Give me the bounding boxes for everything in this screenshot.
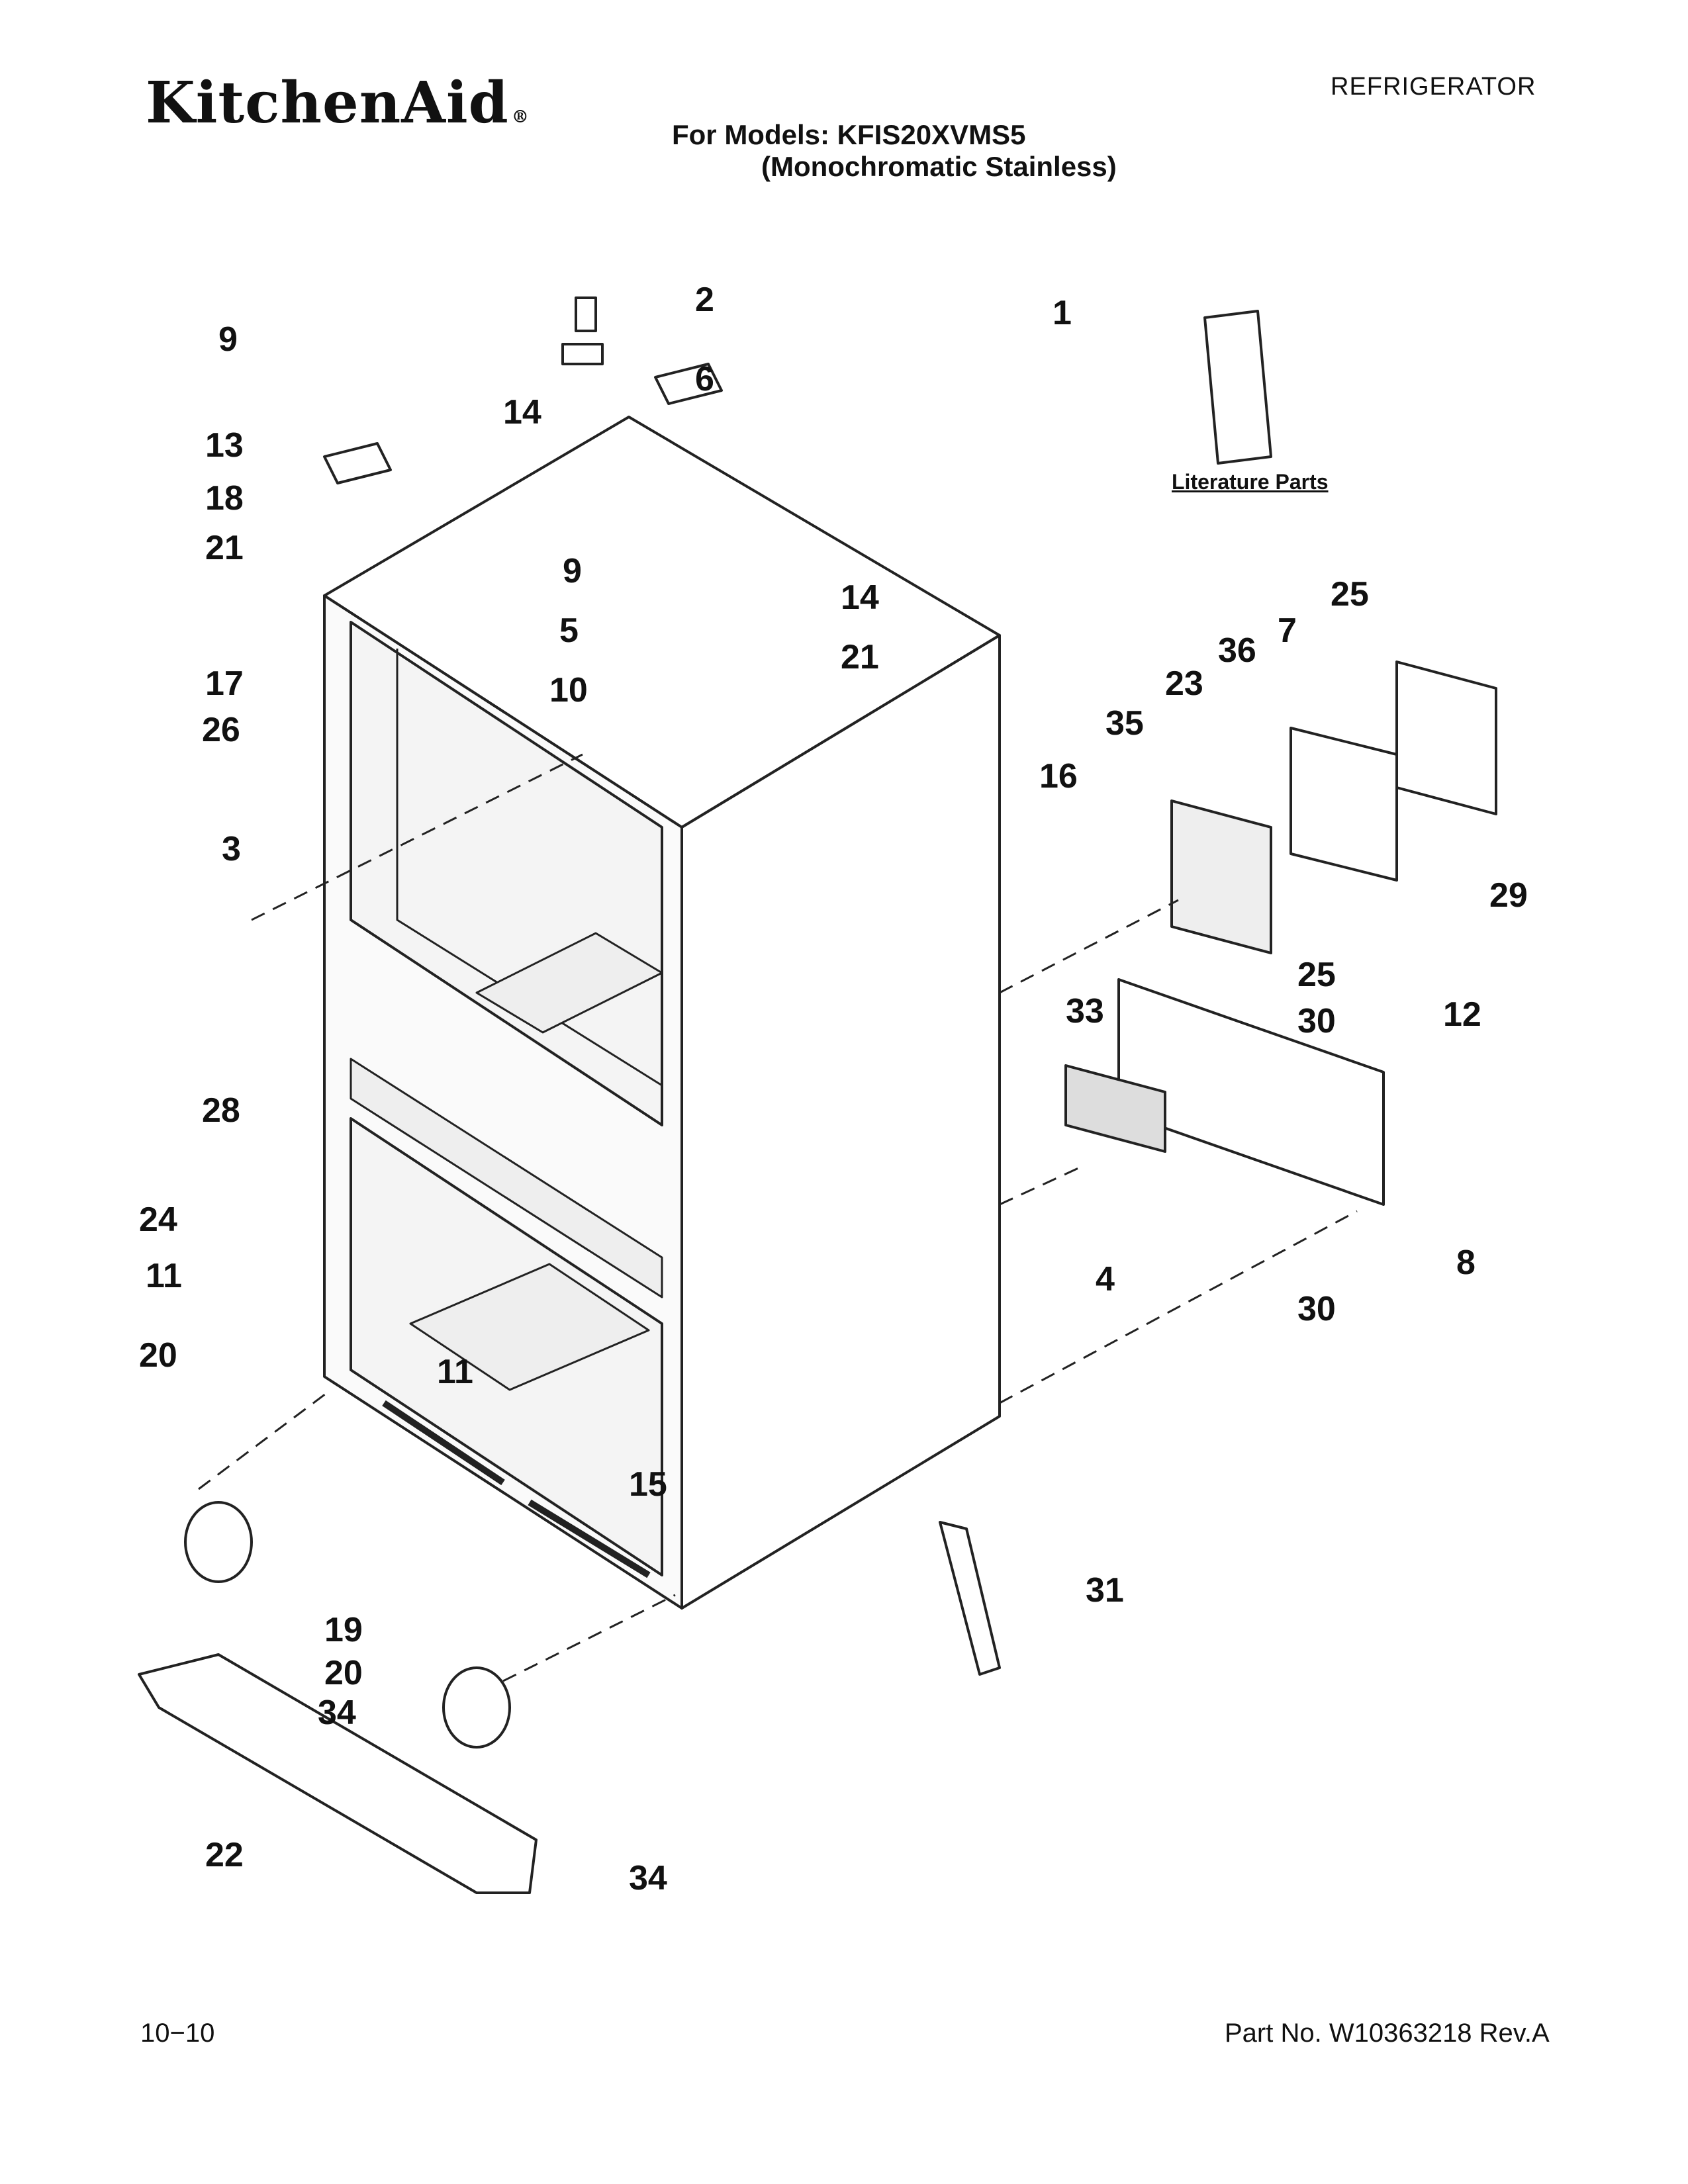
callout-5: 5 (559, 612, 579, 650)
callout-30b: 30 (1297, 1290, 1336, 1328)
callout-28: 28 (202, 1091, 240, 1130)
callout-10: 10 (549, 671, 588, 709)
callout-30a: 30 (1297, 1002, 1336, 1040)
callout-16: 16 (1039, 757, 1078, 796)
callout-34b: 34 (629, 1859, 667, 1897)
mullion (350, 1058, 663, 1298)
callout-13: 13 (205, 426, 244, 465)
callout-9a: 9 (218, 320, 238, 359)
revision-date: 10−10 (140, 2019, 215, 2048)
part-number: Part No. W10363218 Rev.A (1225, 2019, 1550, 2048)
hinge-cover-top (561, 343, 604, 365)
callout-14b: 14 (841, 578, 879, 617)
base-grille (138, 1653, 538, 1894)
appliance-category: REFRIGERATOR (1331, 73, 1536, 101)
callout-36: 36 (1218, 631, 1256, 670)
callout-21a: 21 (205, 529, 244, 567)
callout-3: 3 (222, 830, 241, 868)
models-heading: For Models: KFIS20XVMS5 (Monochromatic S… (672, 119, 1117, 183)
callout-20a: 20 (139, 1336, 177, 1375)
callout-15: 15 (629, 1465, 667, 1504)
callout-18: 18 (205, 479, 244, 518)
roller-right (442, 1666, 511, 1749)
callout-11a: 11 (146, 1257, 182, 1295)
callout-17: 17 (205, 664, 244, 703)
callout-20b: 20 (324, 1654, 363, 1692)
filter-pad (1064, 1064, 1166, 1153)
models-line-2: (Monochromatic Stainless) (761, 151, 1117, 182)
electronic-board (1170, 799, 1272, 954)
hinge-cap-left (323, 442, 392, 484)
callout-19: 19 (324, 1611, 363, 1649)
rear-access-panel (1117, 978, 1385, 1206)
callout-8: 8 (1456, 1244, 1476, 1282)
callout-14a: 14 (503, 393, 541, 432)
callout-2: 2 (695, 281, 714, 319)
callout-11b: 11 (437, 1353, 473, 1391)
callout-31: 31 (1086, 1571, 1124, 1610)
callout-35: 35 (1105, 704, 1144, 743)
brand-logo: KitchenAid® (146, 69, 530, 136)
callout-24: 24 (139, 1201, 177, 1239)
callout-23: 23 (1165, 664, 1203, 703)
callout-7: 7 (1278, 612, 1297, 650)
roller-left (184, 1501, 253, 1583)
panel-cover (1395, 660, 1497, 815)
callout-29: 29 (1489, 876, 1528, 915)
literature-book (1203, 310, 1272, 465)
callout-25a: 25 (1331, 575, 1369, 614)
callout-22: 22 (205, 1836, 244, 1874)
models-line-1: For Models: KFIS20XVMS5 (672, 119, 1026, 150)
callout-33: 33 (1066, 992, 1104, 1030)
brand-name: KitchenAid (146, 69, 509, 136)
callout-12: 12 (1443, 995, 1481, 1034)
hinge-cap-right (654, 363, 723, 405)
callout-4: 4 (1096, 1260, 1115, 1298)
callout-6: 6 (695, 360, 714, 398)
panel-box (1289, 727, 1398, 882)
hinge-pin (575, 296, 597, 332)
registered-mark: ® (511, 107, 530, 127)
water-tube (939, 1521, 1001, 1676)
callout-labels: 1 2 3 4 5 6 7 8 9 9 10 11 11 12 13 14 14… (139, 281, 1528, 1897)
callout-1: 1 (1053, 294, 1072, 332)
callout-25b: 25 (1297, 956, 1336, 994)
callout-34a: 34 (318, 1694, 356, 1732)
callout-26: 26 (202, 711, 240, 749)
callout-21b: 21 (841, 638, 879, 676)
callout-9b: 9 (563, 552, 582, 590)
literature-parts-label: Literature Parts (1172, 470, 1329, 494)
